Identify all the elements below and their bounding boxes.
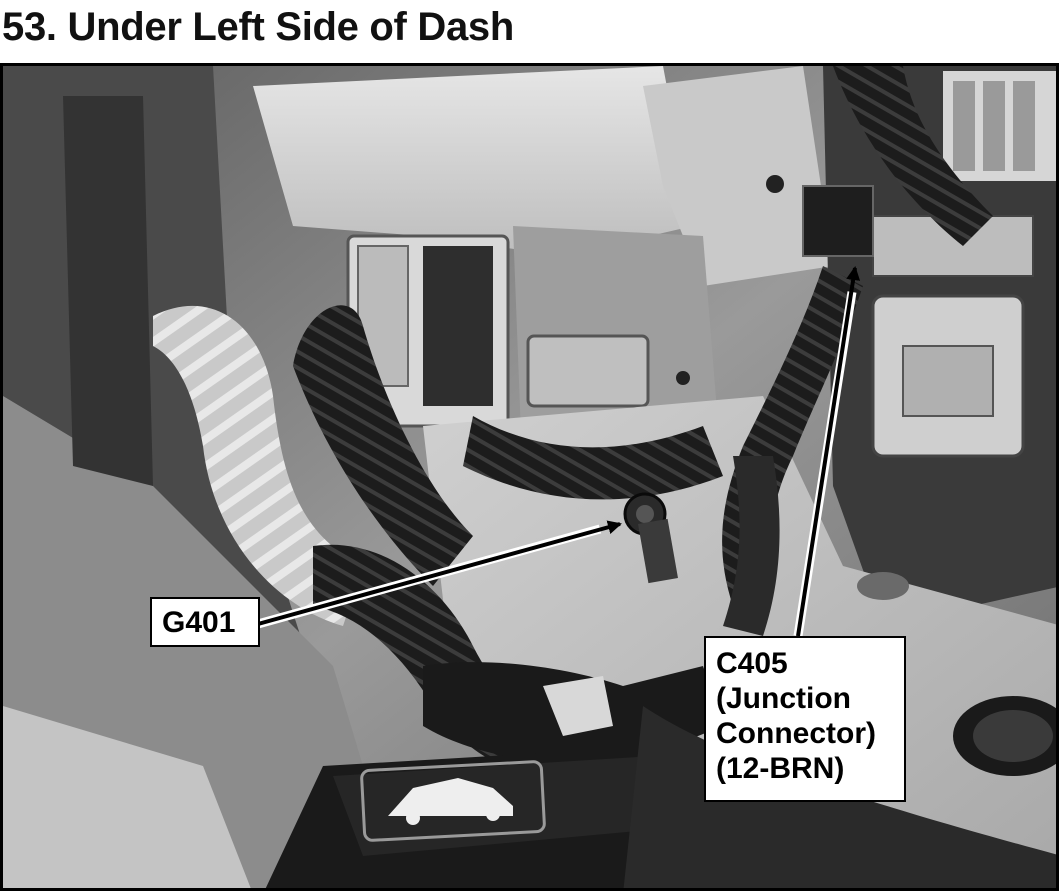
photo-illustration <box>3 66 1056 888</box>
c405-label-line-4: (12-BRN) <box>716 752 845 785</box>
c405-label-line-3: Connector) <box>716 717 876 750</box>
c405-label-line-2: (Junction <box>716 682 851 715</box>
g401-label-text: G401 <box>162 606 236 639</box>
c405-label: C405 (Junction Connector) (12-BRN) <box>704 636 906 802</box>
c405-label-line-1: C405 <box>716 647 788 680</box>
g401-label: G401 <box>150 597 260 647</box>
dash-photo <box>0 63 1059 891</box>
page-title: 53. Under Left Side of Dash <box>2 5 514 49</box>
